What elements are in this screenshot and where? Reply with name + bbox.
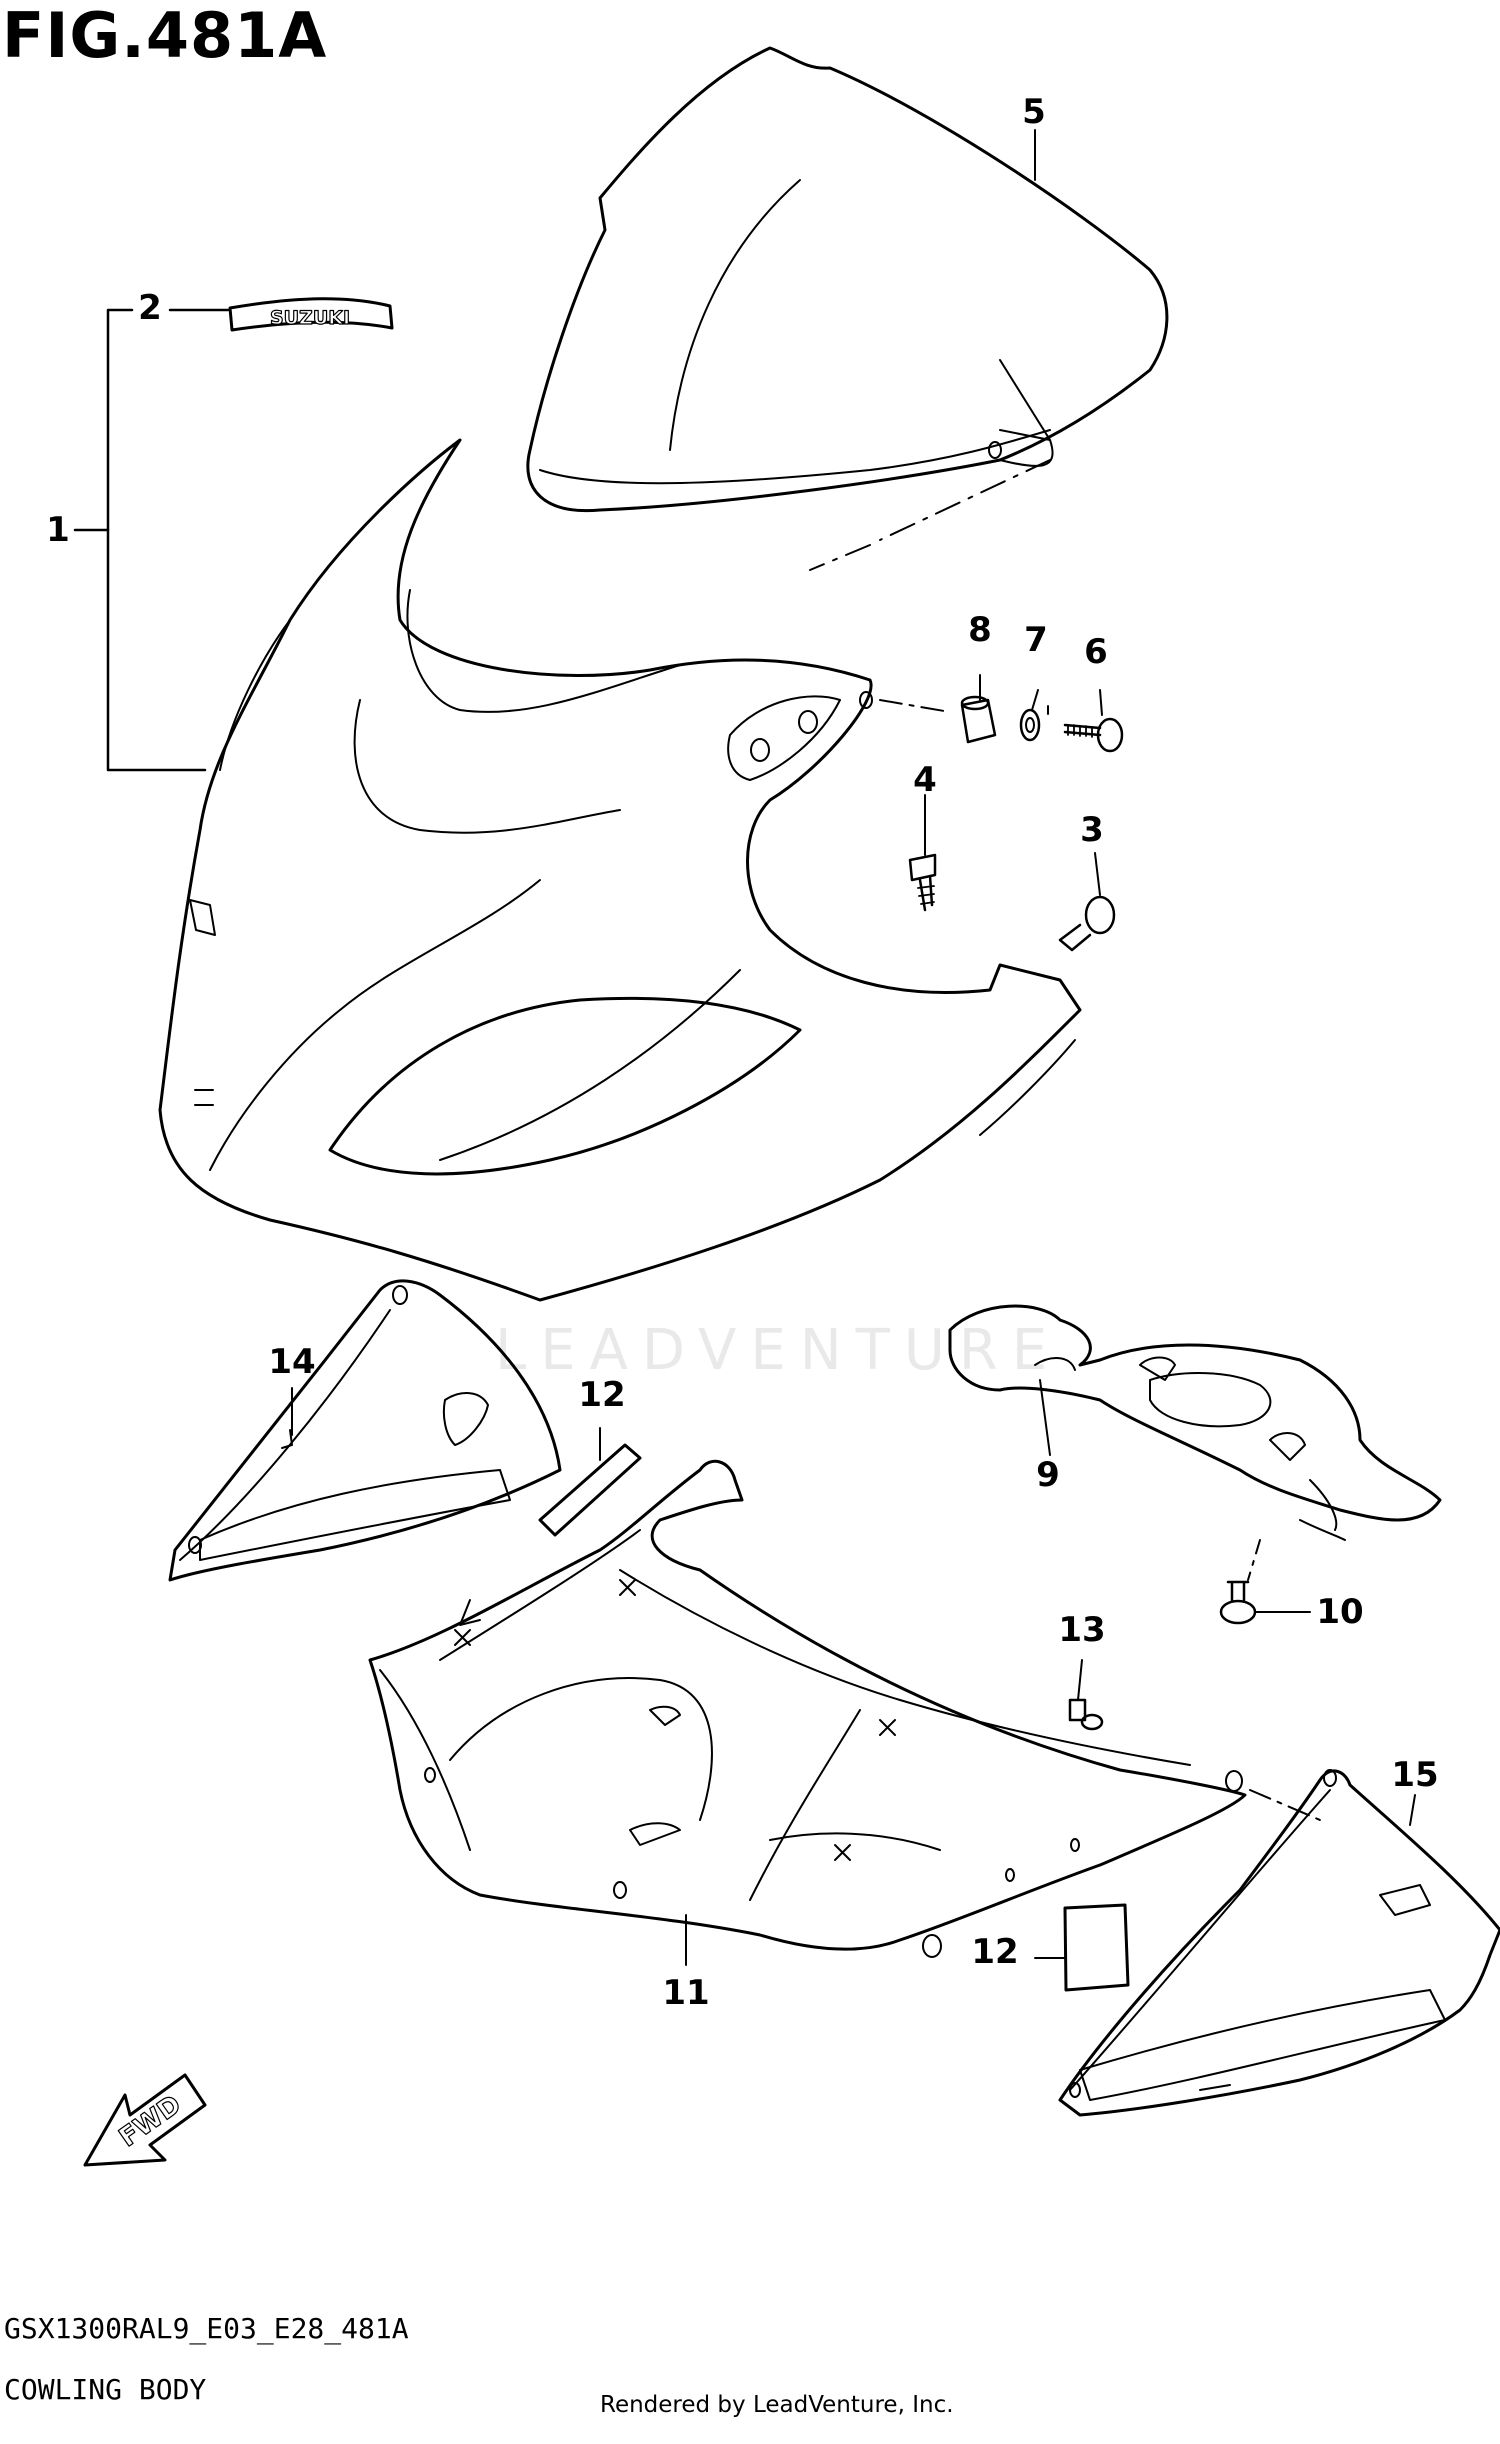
pad-12a [538, 1443, 642, 1537]
callout-12-upper: 12 [578, 1375, 626, 1415]
callout-3: 3 [1080, 810, 1104, 850]
callout-15: 15 [1391, 1755, 1439, 1795]
bolt-10 [1219, 1580, 1257, 1625]
inner-panel-14 [168, 1279, 562, 1582]
leader-1-2 [73, 308, 230, 772]
lower-cowling-11 [368, 1459, 1321, 1958]
upper-cowling [158, 438, 1082, 1302]
callout-14: 14 [268, 1342, 316, 1382]
callout-6: 6 [1084, 632, 1108, 672]
callout-2: 2 [138, 288, 162, 328]
bolt-3 [1058, 895, 1116, 952]
inner-panel-15 [1058, 1769, 1500, 2117]
callout-7: 7 [1024, 620, 1048, 660]
watermark: LEADVENTURE [495, 1318, 1062, 1383]
bracket-9 [948, 1304, 1442, 1581]
callout-4: 4 [913, 760, 937, 800]
fastener-stack [960, 695, 1124, 753]
callout-10: 10 [1316, 1592, 1364, 1632]
pad-12b [1063, 1903, 1130, 1992]
figure-title: FIG.481A [2, 0, 328, 72]
section-name: COWLING BODY [4, 2373, 207, 2406]
leader-lines [291, 129, 1416, 1966]
render-credit: Rendered by LeadVenture, Inc. [600, 2392, 954, 2418]
windscreen [526, 46, 1169, 571]
model-code: GSX1300RAL9_E03_E28_481A [4, 2312, 409, 2345]
callout-5: 5 [1022, 92, 1046, 132]
suzuki-decal: SUZUKI [228, 297, 394, 332]
clip-13 [1068, 1698, 1104, 1731]
callout-12-lower: 12 [971, 1932, 1019, 1972]
forward-arrow: FWD [83, 2073, 207, 2167]
callout-9: 9 [1036, 1455, 1060, 1495]
screw-4 [908, 853, 937, 912]
callout-8: 8 [968, 610, 992, 650]
callout-11: 11 [662, 1973, 710, 2013]
callout-1: 1 [46, 510, 70, 550]
decal-text: SUZUKI [270, 307, 350, 329]
callout-13: 13 [1058, 1610, 1106, 1650]
